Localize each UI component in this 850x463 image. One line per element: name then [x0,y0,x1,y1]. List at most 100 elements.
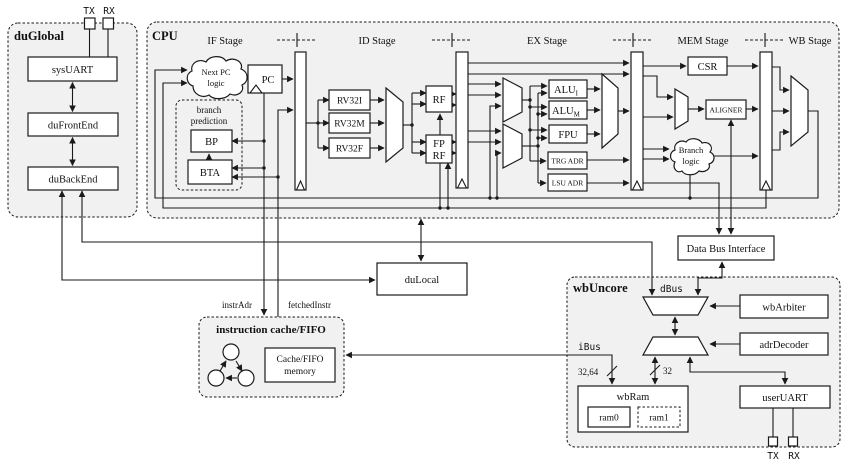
interconnect-wires [58,29,794,437]
trg-adr-block [547,151,588,170]
next-pc-logic-cloud [186,56,248,100]
user-uart-label: userUART [762,393,808,404]
rf-block [425,85,453,113]
id-ex-register [455,51,469,189]
cpu: CPU IF Stage ID Stage EX Stage MEM Stage… [152,29,832,192]
svg-text:ALUI: ALUI [554,85,579,98]
wb-uncore: wbUncore dBus wbArbiter adrDecoder iBus … [573,281,831,462]
instruction-cache-title: instruction cache/FIFO [216,324,326,336]
rv32m-label: RV32M [334,120,365,130]
ex-mem-clock-icon [632,179,642,191]
uart-rx-label: RX [788,451,800,462]
bp-label: BP [205,137,218,148]
rv32f-label: RV32F [336,145,363,155]
uart-tx-pin [767,436,779,447]
rv32i-label: RV32I [337,97,362,107]
wb-stage-label: WB Stage [789,36,832,47]
instruction-cache: instruction cache/FIFO Cache/FIFO memory [207,324,336,387]
operand-mux-a [502,77,523,123]
result-mux [601,72,619,150]
tx-pin [83,17,96,30]
if-stage-label: IF Stage [207,36,243,47]
du-global: TX RX duGlobal sysUART duFrontEnd duBack… [14,6,119,191]
user-uart-block [739,385,831,409]
cache-fifo-memory-block [264,347,336,383]
alu-i-block [548,79,588,99]
fp-rf-block [425,134,453,164]
adr-decoder-block [739,332,829,356]
stage-separators [277,33,785,47]
decoder-mux [385,86,404,164]
pc-clock-icon [249,84,263,94]
mem-mux [674,87,689,131]
pc-label: PC [262,75,275,86]
ram0-block [587,406,631,428]
instr-adr-label: instrAdr [222,300,252,310]
cpu-title: CPU [152,29,178,43]
cpu-wires [154,59,819,210]
interconnect: Data Bus Interface duLocal instrAdr fetc… [222,235,775,310]
alu-m-block [548,100,588,120]
uart-tx-label: TX [767,451,779,462]
if-id-register [294,51,307,191]
adr-decoder-label: adrDecoder [760,340,809,351]
cache-fifo-memory-label-1: Cache/FIFO [277,355,324,365]
id-stage-label: ID Stage [358,36,395,47]
aligner-block [705,99,747,120]
id-ex-clock-icon [457,177,467,189]
operand-mux-b [502,123,523,169]
sys-uart-label: sysUART [52,65,94,76]
aligner-label: ALIGNER [710,106,743,115]
du-front-end-label: duFrontEnd [48,121,99,132]
if-id-clock-icon [295,179,306,191]
alu-m-label: ALU [552,106,574,117]
ram0-label: ram0 [599,414,619,424]
rv32m-decoder-block [328,112,371,134]
dbus-mux [641,296,710,316]
fp-rf-label-1: FP [433,139,445,150]
writeback-mux [790,74,809,148]
branch-prediction-box [175,99,243,191]
ex-mem-register [630,51,644,191]
ibus-label: iBus [578,342,601,353]
mem-wb-clock-icon [761,179,771,191]
branch-logic-label-1: Branch [679,145,704,155]
dbus-label: dBus [660,284,683,295]
branch-prediction-label-1: branch [197,105,222,115]
csr-label: CSR [698,62,718,73]
ram1-block [637,406,681,428]
rf-label: RF [433,95,446,106]
branch-logic-label-2: logic [683,156,700,166]
bus-width-32-label: 32 [663,366,672,376]
alu-m-subscript: M [574,111,581,119]
branch-logic-cloud [669,138,715,176]
next-pc-label-1: Next PC [201,67,230,77]
bus-width-32-64-label: 32,64 [578,367,599,377]
wb-arbiter-label: wbArbiter [762,303,806,314]
ibus-adr-mux [641,336,710,356]
fetched-instr-label: fetchedInstr [288,300,331,310]
lsu-adr-block [547,173,588,192]
csr-block [687,56,728,76]
du-front-end-block [27,112,119,137]
rv32i-decoder-block [328,89,371,111]
svg-text:ALUM: ALUM [552,106,581,119]
du-local-label: duLocal [405,275,439,286]
fp-rf-label-2: RF [433,151,446,162]
wb-ram-label: wbRam [617,392,650,403]
ex-stage-label: EX Stage [527,36,567,47]
cache-fsm-icon [207,343,255,387]
du-back-end-label: duBackEnd [49,175,99,186]
du-global-title: duGlobal [14,29,65,43]
mem-wb-register [759,51,773,191]
rx-pin-label: RX [103,6,115,17]
data-bus-interface-label: Data Bus Interface [687,244,766,255]
pipeline-registers [294,51,773,191]
cache-fifo-memory-label-2: memory [284,367,316,377]
sys-uart-block [27,56,118,82]
bta-block [187,159,233,185]
tx-pin-label: TX [83,6,95,17]
du-local-block [376,262,468,296]
